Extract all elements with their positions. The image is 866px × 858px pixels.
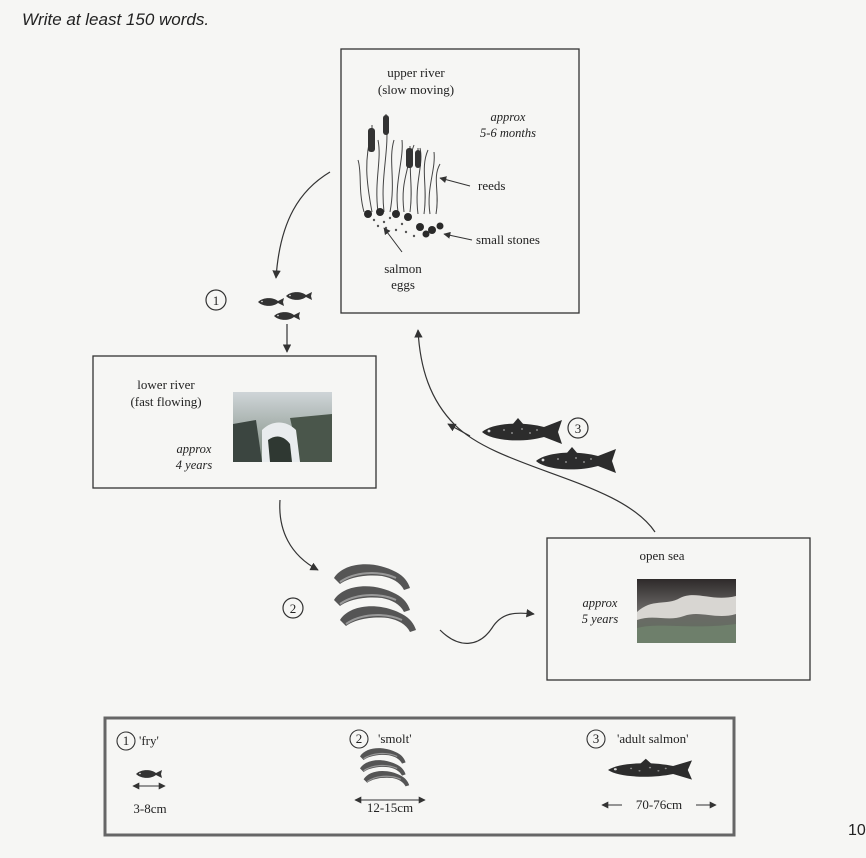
salmon-eggs-label-2: eggs — [391, 277, 415, 292]
small-stones-label: small stones — [476, 232, 540, 247]
flow-arrow-to-fry — [272, 171, 331, 279]
open-sea-duration: 5 years — [582, 612, 619, 626]
flow-arrow-to-sea — [439, 608, 535, 644]
upper-river-box: upper river (slow moving) approx 5-6 mon… — [340, 48, 580, 314]
adult-salmon-icon — [482, 418, 616, 473]
lower-river-box: lower river (fast flowing) approx 4 year… — [92, 355, 377, 489]
legend-adult-size: 70-76cm — [636, 797, 682, 812]
lower-river-duration: 4 years — [176, 458, 213, 472]
open-sea-approx: approx — [583, 596, 618, 610]
salmon-fry-icon — [258, 292, 312, 320]
river-photo-icon — [233, 392, 332, 462]
instruction-text: Write at least 150 words. — [22, 10, 210, 29]
page-number: 10 — [848, 822, 866, 839]
fry-stage: 1 — [205, 289, 312, 320]
fry-marker: 1 — [213, 293, 220, 308]
sea-photo-icon — [637, 579, 736, 643]
smolt-stage: 2 — [282, 563, 417, 633]
adult-marker: 3 — [575, 421, 582, 436]
legend-smolt-icon — [359, 747, 410, 788]
legend-fry-marker: 1 — [123, 733, 130, 748]
lower-river-approx: approx — [177, 442, 212, 456]
legend-fry-size: 3-8cm — [133, 801, 166, 816]
lower-river-subtitle: (fast flowing) — [130, 394, 201, 409]
reeds-label: reeds — [478, 178, 505, 193]
legend-adult-marker: 3 — [593, 731, 600, 746]
open-sea-box: open sea approx 5 years — [546, 537, 811, 681]
legend-adult-icon — [608, 758, 692, 780]
legend-smolt-label: 'smolt' — [378, 731, 412, 746]
legend-box: 1 'fry' 3-8cm 2 'smolt' 12-15cm 3 'adult… — [103, 716, 736, 837]
flow-arrow-to-upper-river — [414, 329, 656, 533]
upper-river-approx: approx — [491, 110, 526, 124]
upper-river-title: upper river — [387, 65, 445, 80]
salmon-smolt-icon — [333, 563, 417, 633]
legend-fry-icon — [136, 770, 162, 778]
adult-stage: 3 — [482, 417, 616, 473]
smolt-marker: 2 — [290, 601, 297, 616]
legend-smolt-size: 12-15cm — [367, 800, 413, 815]
legend-fry-label: 'fry' — [139, 733, 159, 748]
flow-arrow-to-smolt — [279, 499, 319, 571]
open-sea-title: open sea — [639, 548, 684, 563]
lower-river-title: lower river — [137, 377, 195, 392]
salmon-eggs-label-1: salmon — [384, 261, 422, 276]
upper-river-duration: 5-6 months — [480, 126, 536, 140]
legend-smolt-marker: 2 — [356, 731, 363, 746]
legend-adult-label: 'adult salmon' — [617, 731, 688, 746]
upper-river-subtitle: (slow moving) — [378, 82, 454, 97]
small-stones-icon — [364, 208, 444, 238]
